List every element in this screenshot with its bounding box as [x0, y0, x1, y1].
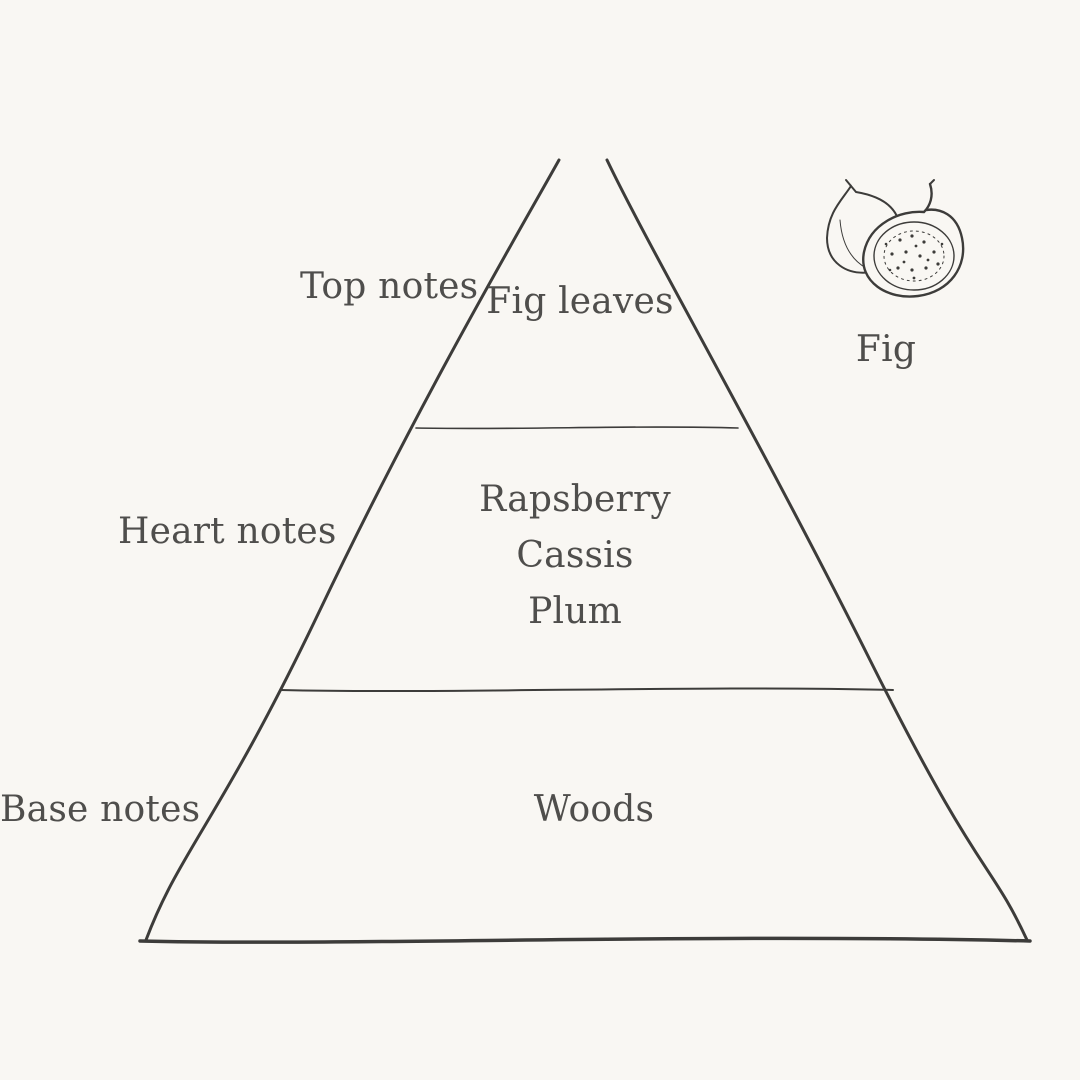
pyramid-right-edge — [605, 158, 1029, 942]
heart-note-item: Plum — [528, 591, 622, 632]
heart-note-item: Cassis — [516, 535, 634, 576]
heart-notes-list: Rapsberry Cassis Plum — [479, 472, 671, 640]
pyramid-left-edge — [144, 158, 561, 942]
base-note-item: Woods — [533, 789, 655, 830]
fig-illustration-icon — [825, 179, 965, 298]
tier-label-heart: Heart notes — [118, 511, 337, 552]
illustration-caption: Fig — [855, 329, 917, 370]
divider-heart-base — [280, 687, 894, 693]
top-note-item: Fig leaves — [486, 281, 674, 322]
divider-top-heart — [415, 426, 739, 430]
heart-note-item: Rapsberry — [479, 479, 671, 520]
tier-label-top: Top notes — [300, 266, 479, 307]
tier-label-base: Base notes — [0, 789, 201, 830]
pyramid-base-line — [138, 936, 1032, 944]
